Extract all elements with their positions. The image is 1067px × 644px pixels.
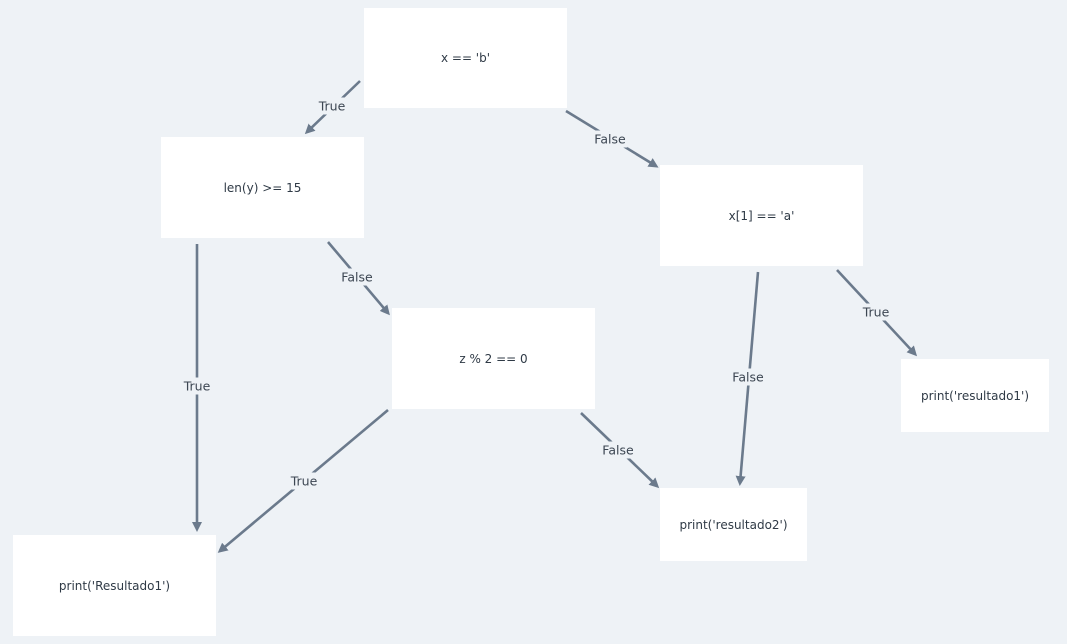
node-z-mod-2-equals-0[interactable]: z % 2 == 0 [392,308,595,409]
node-x1-equals-a[interactable]: x[1] == 'a' [660,165,863,266]
edge-label-root-len: True [316,97,348,115]
node-print-resultado1[interactable]: print('resultado1') [901,359,1049,432]
edge-label-len-Res1: True [181,377,213,395]
node-label: x[1] == 'a' [728,208,795,223]
node-label: print('resultado1') [920,388,1030,403]
node-len-y-gte-15[interactable]: len(y) >= 15 [161,137,364,238]
node-print-Resultado1[interactable]: print('Resultado1') [13,535,216,636]
node-label: len(y) >= 15 [223,180,302,195]
node-x-equals-b[interactable]: x == 'b' [364,8,567,108]
edge-label-x1-res1: True [860,303,892,321]
node-label: print('resultado2') [679,517,788,532]
node-label: print('Resultado1') [58,578,171,593]
node-print-resultado2[interactable]: print('resultado2') [660,488,807,561]
node-label: x == 'b' [440,51,491,65]
edge-label-z-res2: False [600,441,636,459]
edge-label-root-x1: False [592,130,628,148]
edge-label-z-Res1: True [288,472,320,490]
edge-label-x1-res2: False [730,368,766,386]
edge-label-len-z: False [339,268,375,286]
node-label: z % 2 == 0 [459,351,528,366]
